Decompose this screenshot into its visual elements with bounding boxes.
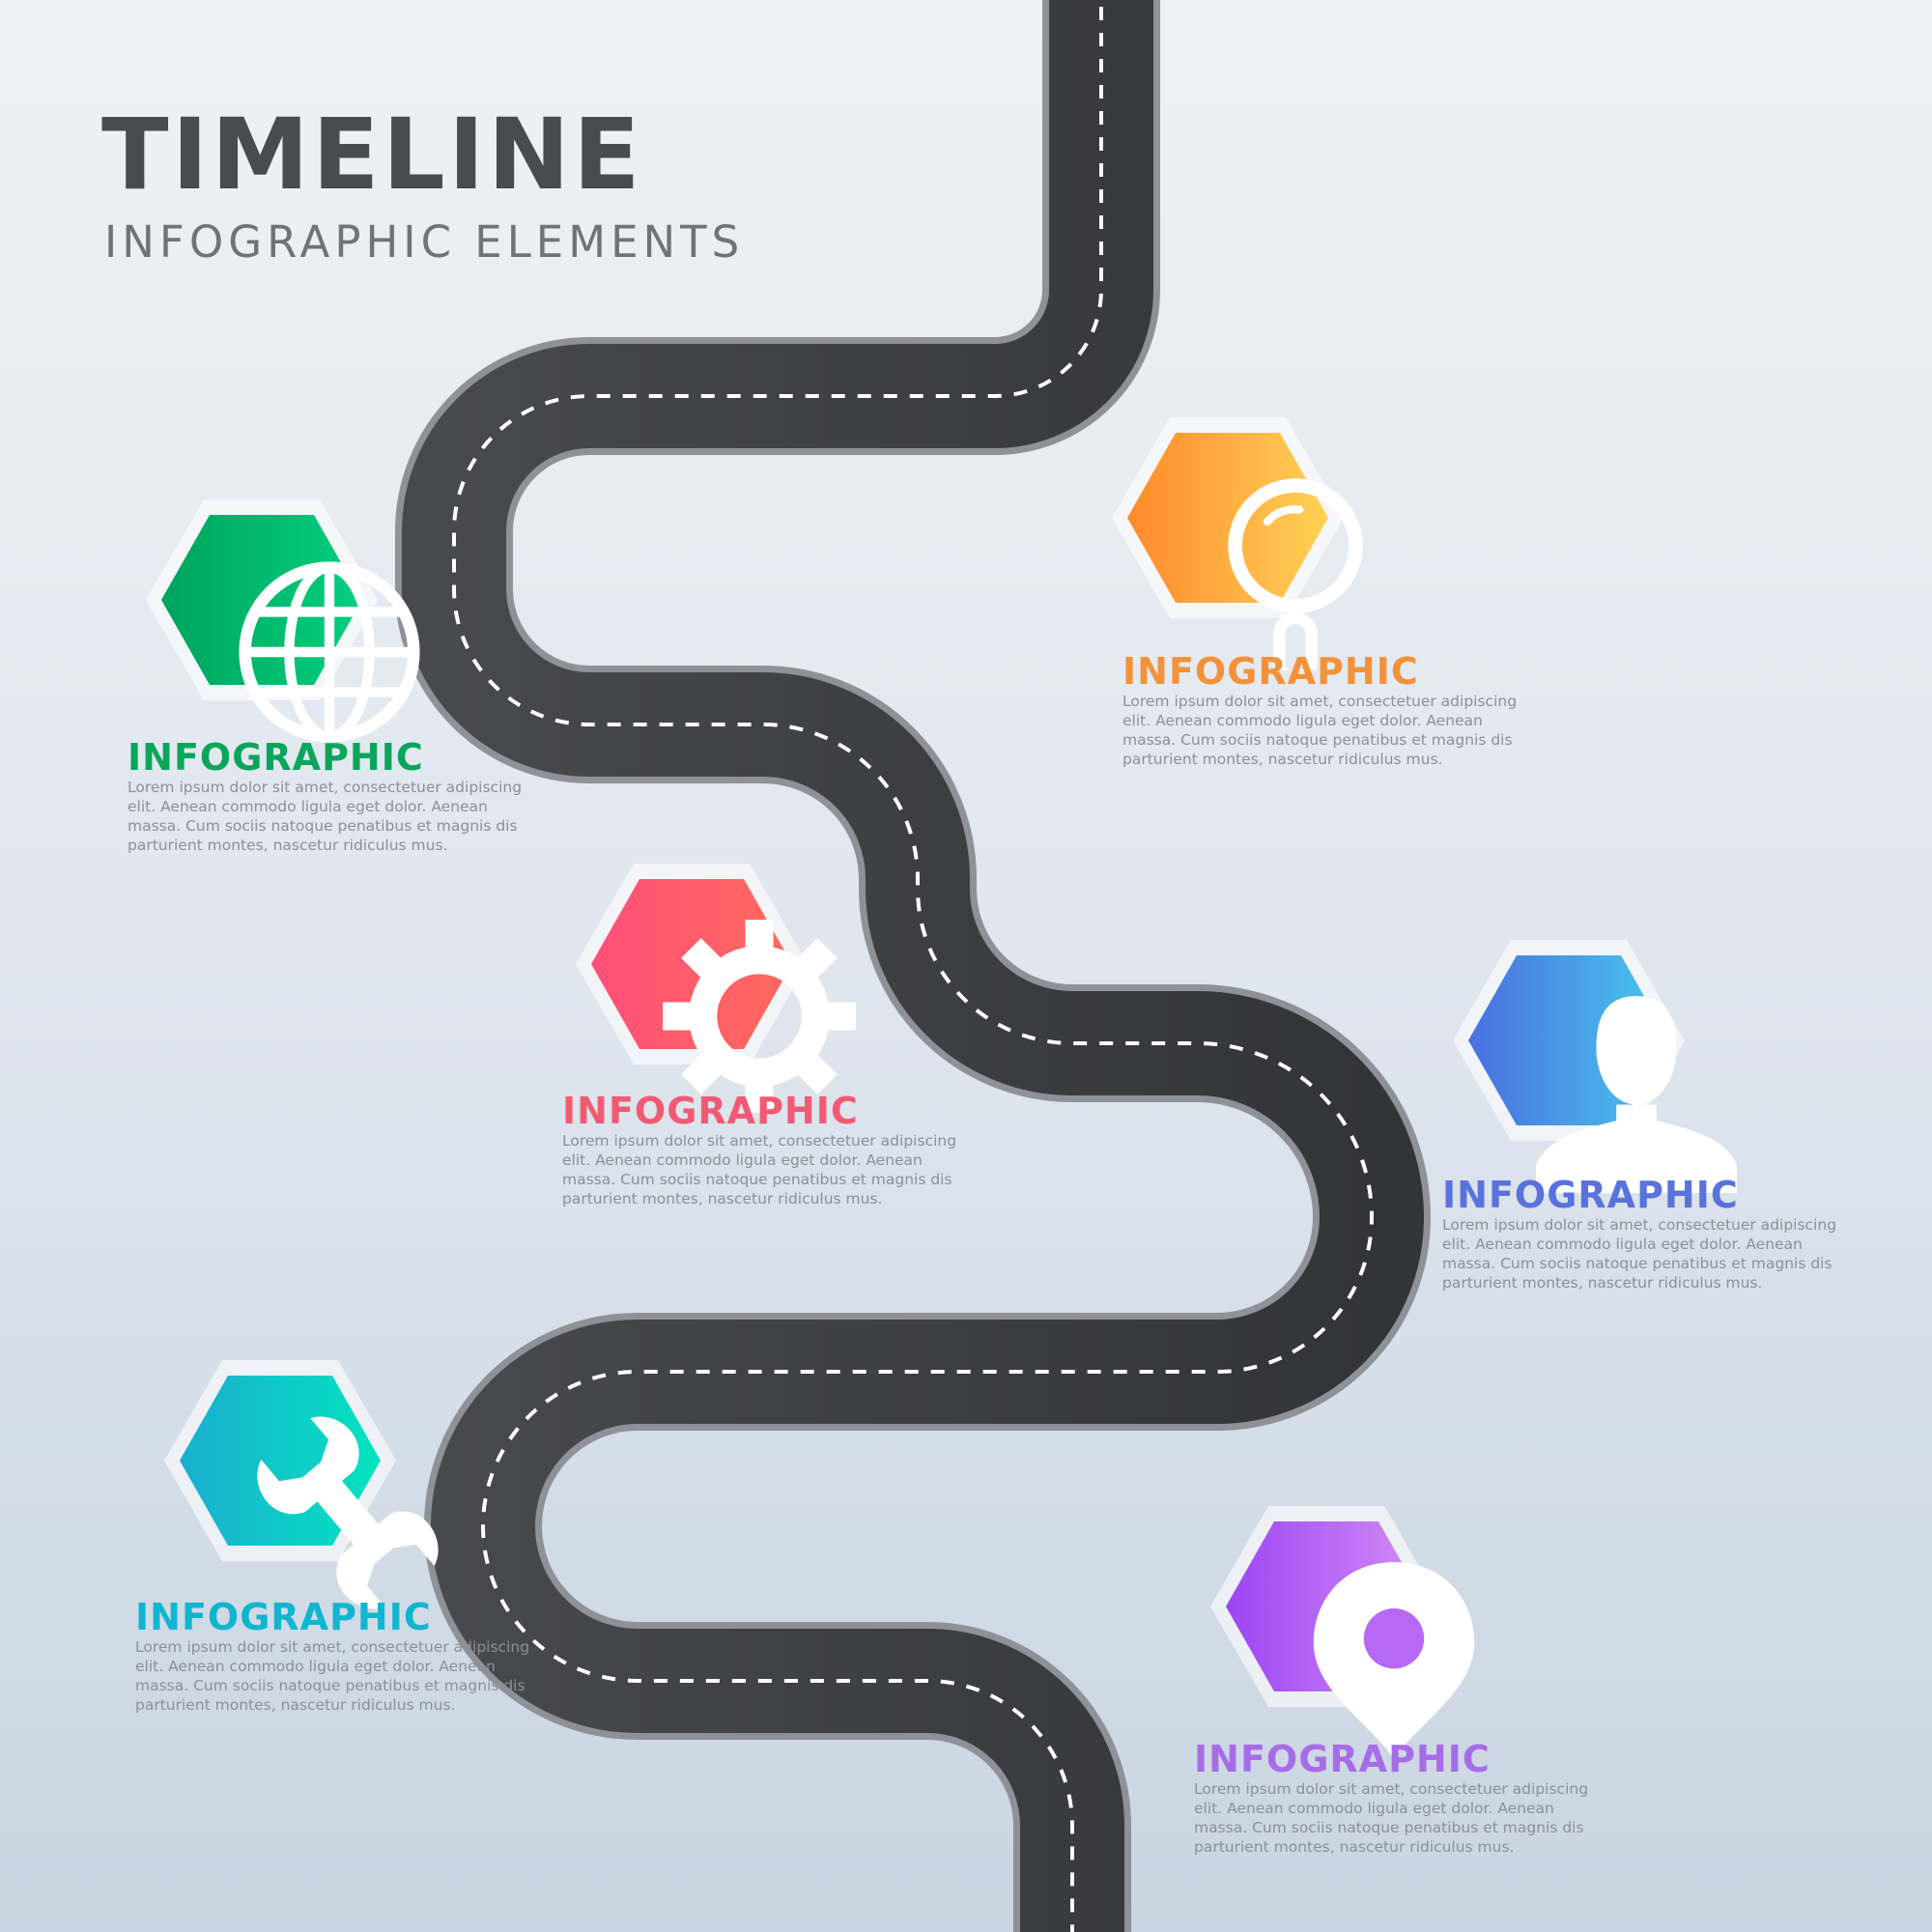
step-3-title: INFOGRAPHIC xyxy=(562,1090,859,1132)
step-4-title: INFOGRAPHIC xyxy=(1442,1174,1739,1216)
road-lane-marking xyxy=(452,0,1375,1932)
wrench-icon xyxy=(257,1416,439,1609)
globe-icon xyxy=(239,561,420,743)
step-2-title: INFOGRAPHIC xyxy=(128,736,424,779)
step-3-badge xyxy=(576,864,856,1113)
step-1-title: INFOGRAPHIC xyxy=(1122,650,1419,693)
step-3-text: Lorem ipsum dolor sit amet, consectetuer… xyxy=(562,1132,957,1208)
page-subtitle: INFOGRAPHIC ELEMENTS xyxy=(104,216,745,268)
step-6-title: INFOGRAPHIC xyxy=(1194,1738,1491,1780)
step-5-text: Lorem ipsum dolor sit amet, consectetuer… xyxy=(135,1638,530,1714)
location-pin-icon xyxy=(1313,1562,1475,1759)
step-2-badge xyxy=(146,499,420,743)
gear-icon xyxy=(663,920,856,1113)
step-5-badge xyxy=(164,1360,439,1609)
step-4-text: Lorem ipsum dolor sit amet, consectetuer… xyxy=(1442,1216,1837,1292)
page-title: TIMELINE xyxy=(101,98,643,213)
step-6-text: Lorem ipsum dolor sit amet, consectetuer… xyxy=(1194,1780,1589,1856)
hexagon-shape xyxy=(1112,417,1344,618)
user-icon xyxy=(1536,996,1737,1193)
step-1-text: Lorem ipsum dolor sit amet, consectetuer… xyxy=(1122,693,1518,768)
step-2-text: Lorem ipsum dolor sit amet, consectetuer… xyxy=(128,779,523,854)
step-6-badge xyxy=(1210,1506,1475,1759)
step-4-badge xyxy=(1453,940,1737,1193)
step-1-badge xyxy=(1112,417,1363,670)
step-5-title: INFOGRAPHIC xyxy=(135,1596,432,1638)
magnifier-icon xyxy=(1228,478,1363,670)
